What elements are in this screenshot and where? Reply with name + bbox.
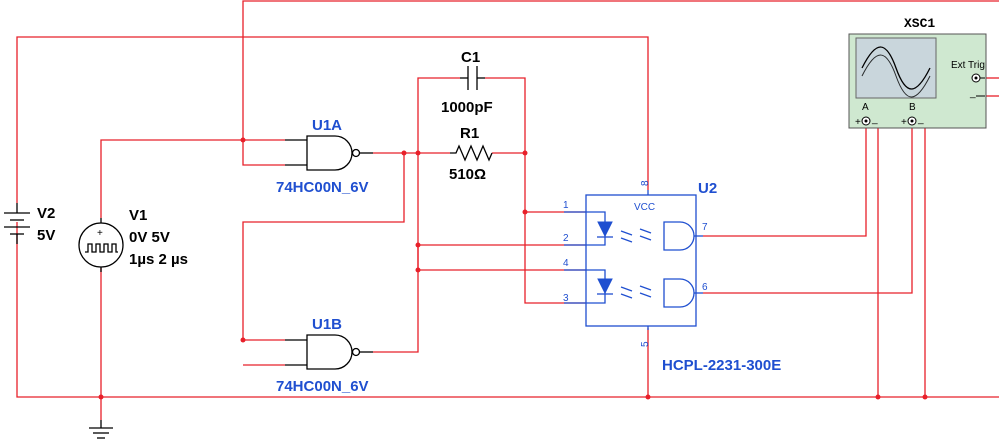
v2-value: 5V [37, 227, 55, 244]
c1-ref: C1 [461, 49, 480, 66]
v1-timing: 1µs 2 µs [129, 251, 188, 268]
v1-clock-source[interactable]: + [78, 218, 124, 272]
u2-ref: U2 [698, 180, 717, 197]
xsc1-trig-minus: _ [969, 88, 976, 99]
ext-trig-top-wire [242, 0, 999, 140]
r1-ref: R1 [460, 125, 479, 142]
u2-pin6-wire [703, 121, 913, 294]
u2-pin8-label: 8 [640, 180, 651, 186]
v2-ref: V2 [37, 205, 55, 222]
v1-signal-wire [100, 139, 285, 218]
u1b-input1-wire [242, 153, 405, 341]
ground-bus-wire [16, 222, 999, 398]
c1-left-wire [417, 77, 460, 153]
xsc1-a-minus: _ [871, 114, 878, 125]
u2-vcc-label: VCC [634, 202, 655, 213]
xsc1-a-plus: + [855, 117, 861, 128]
u1a-nand-gate[interactable] [285, 135, 373, 171]
u2-part: HCPL-2231-300E [662, 357, 781, 374]
v1-ref: V1 [129, 207, 147, 224]
u2-pin7-label: 7 [702, 222, 708, 233]
u2-pin7-wire [703, 121, 867, 237]
v2-battery[interactable] [4, 203, 30, 244]
junctions [98, 137, 928, 400]
u2-pin4-label: 4 [563, 258, 569, 269]
v1-amplitude: 0V 5V [129, 229, 170, 246]
scope-waveform-icon [861, 46, 931, 90]
xsc1-channel-b-label: B [909, 102, 916, 113]
u1a-input2-wire [242, 140, 285, 166]
xsc1-b-plus: + [901, 117, 907, 128]
c1-value: 1000pF [441, 99, 493, 116]
svg-text:+: + [97, 228, 103, 239]
u2-pin5-label: 5 [640, 341, 651, 347]
wires [16, 0, 999, 420]
r1-value: 510Ω [449, 166, 486, 183]
u2-pin1-label: 1 [563, 200, 569, 211]
r1-resistor[interactable] [450, 144, 493, 162]
xsc1-ext-trig-label: Ext Trig [951, 60, 985, 71]
vcc-supply-wire [16, 36, 649, 203]
c1-capacitor[interactable] [460, 66, 485, 90]
u2-pin2-label: 2 [563, 233, 569, 244]
xsc1-oscilloscope[interactable] [848, 33, 987, 129]
u1b-nand-gate[interactable] [285, 334, 373, 370]
xsc1-b-minus: _ [917, 114, 924, 125]
u2-pin3-label: 3 [563, 293, 569, 304]
u1b-ref: U1B [312, 316, 342, 333]
u2-pin6-label: 6 [702, 282, 708, 293]
u2-optocoupler[interactable] [564, 190, 703, 330]
u1a-ref: U1A [312, 117, 342, 134]
u1b-out-wire [373, 245, 419, 353]
c1-right-wire [485, 77, 586, 304]
xsc1-channel-a-label: A [862, 102, 869, 113]
xsc1-ref: XSC1 [904, 16, 935, 31]
u1b-part: 74HC00N_6V [276, 378, 369, 395]
ground-icon [89, 420, 113, 439]
u1a-part: 74HC00N_6V [276, 179, 369, 196]
